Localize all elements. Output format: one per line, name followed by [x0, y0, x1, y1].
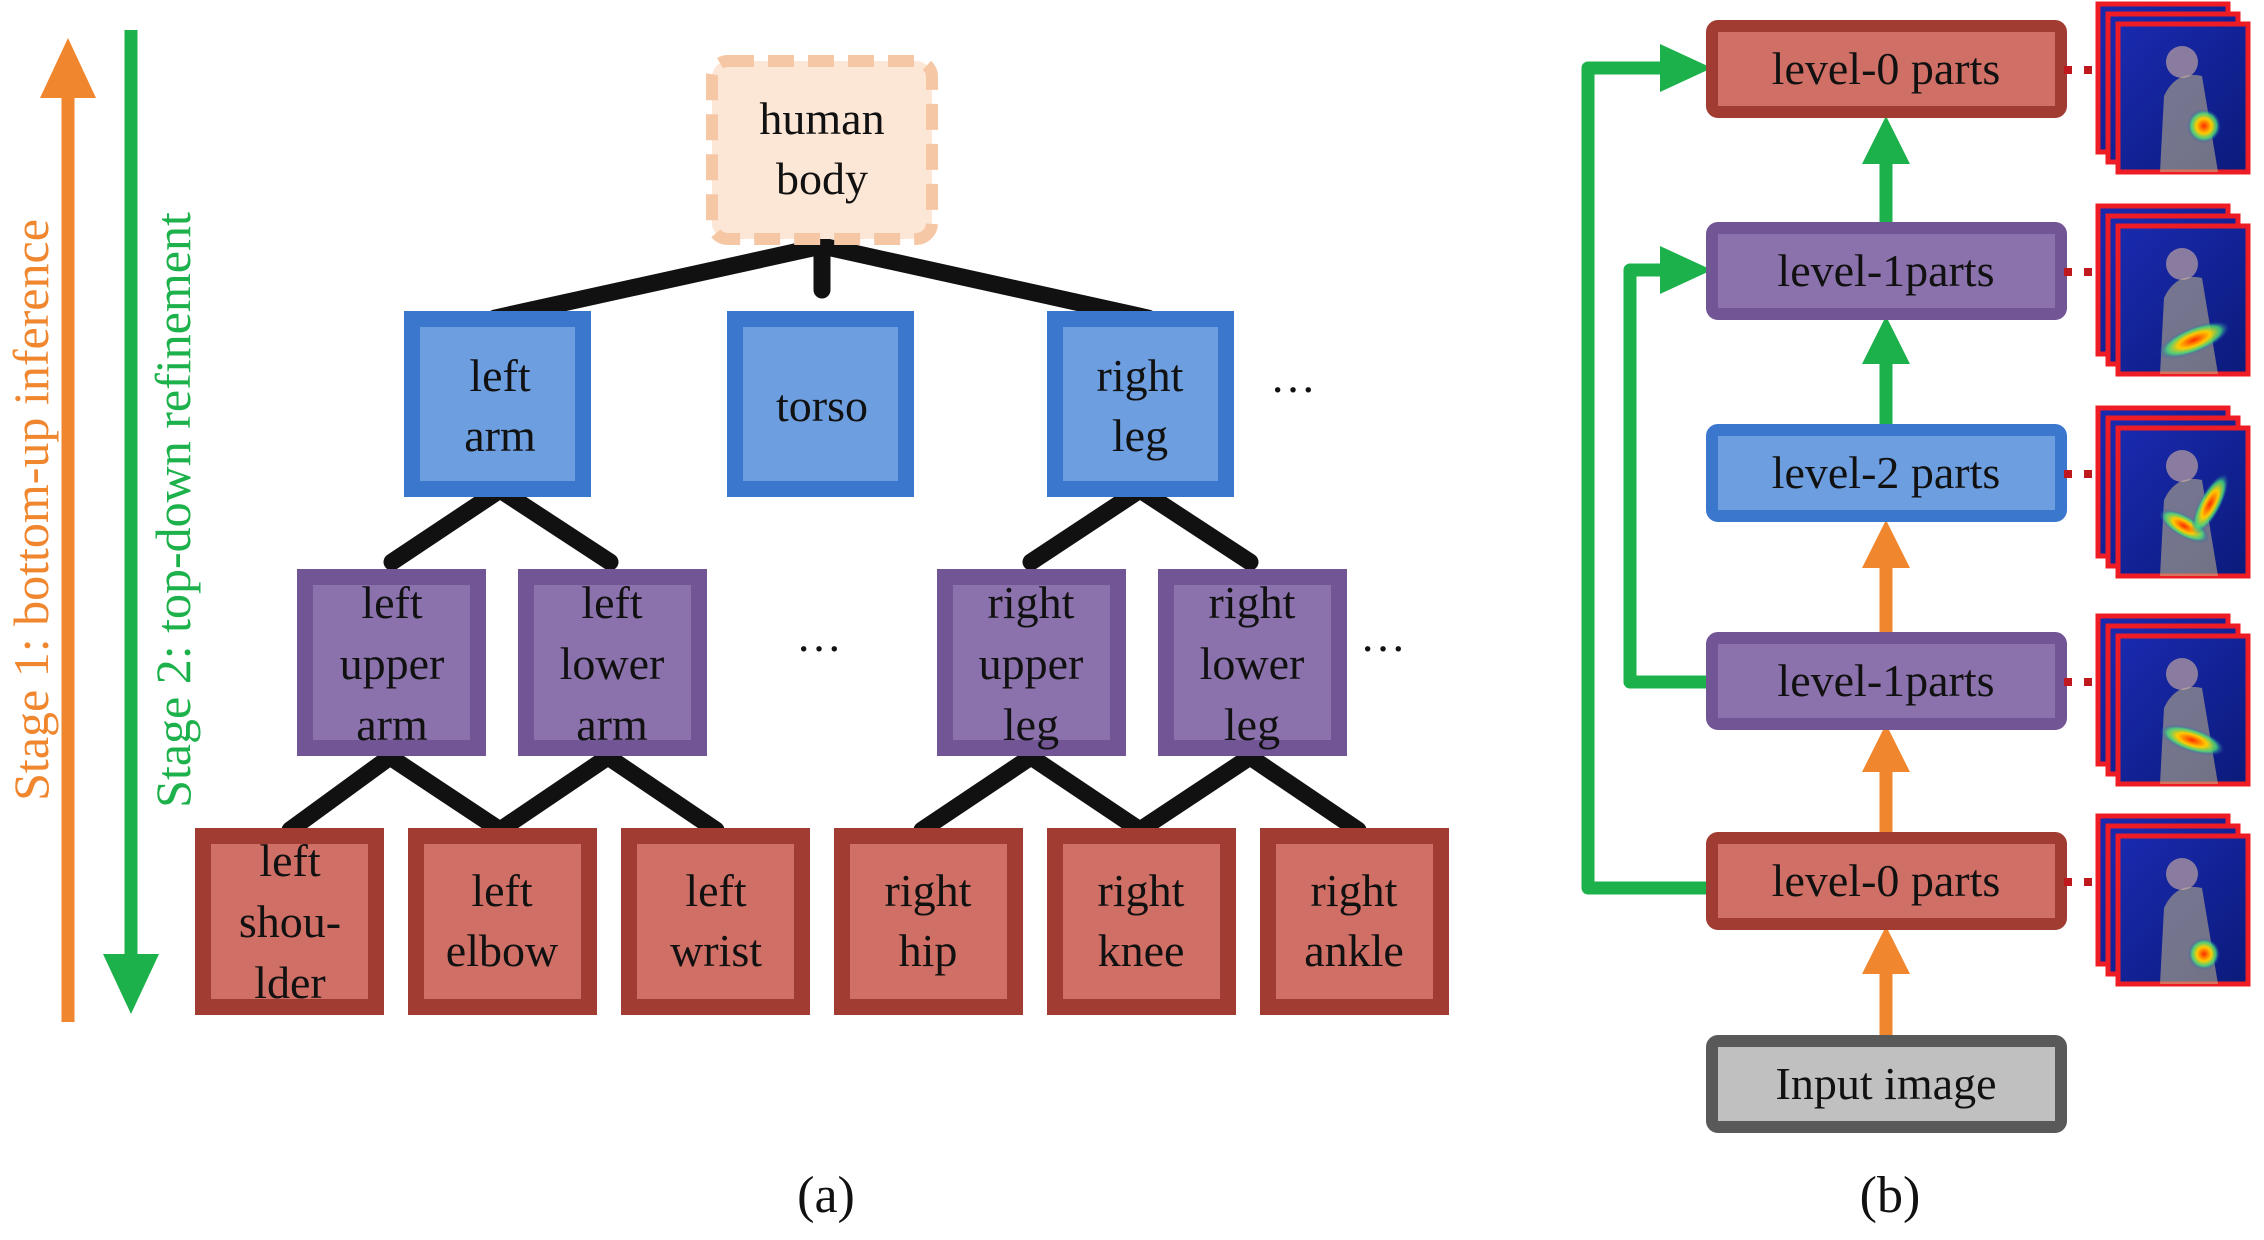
- top-down-arrows: [1862, 116, 1910, 434]
- node-right-leg: right leg: [1047, 311, 1234, 497]
- node-right-lower-leg-line-1: right: [1209, 577, 1296, 628]
- node-right-upper-leg-line-2: upper: [979, 638, 1084, 689]
- node-right-knee-line-2: knee: [1098, 925, 1185, 976]
- node-left-upper-arm-line-1: left: [361, 577, 423, 628]
- node-right-lower-leg-line-2: lower: [1200, 638, 1305, 689]
- stage1-arrow: [40, 38, 96, 1022]
- node-left-lower-arm-line-2: lower: [560, 638, 665, 689]
- node-right-lower-leg-line-3: leg: [1224, 699, 1280, 750]
- stage2-label: Stage 2: top-down refinement: [145, 212, 201, 808]
- node-right-hip: right hip: [834, 828, 1023, 1015]
- node-left-arm: left arm: [404, 311, 591, 497]
- node-left-wrist: left wrist: [621, 828, 810, 1015]
- ellipsis-level1-middle: ···: [796, 623, 842, 674]
- heatmap-connectors: [2064, 66, 2098, 886]
- node-left-lower-arm-line-1: left: [581, 577, 643, 628]
- node-left-elbow-line-1: left: [471, 865, 533, 916]
- box-mid-level2: level-2 parts: [1706, 424, 2067, 522]
- node-left-shoulder: left shou- lder: [195, 828, 384, 1015]
- node-left-lower-arm: left lower arm: [518, 569, 707, 756]
- box-bottom-level0: level-0 parts: [1706, 832, 2067, 930]
- heatmap-stack-2: [2095, 203, 2251, 377]
- node-left-wrist-line-1: left: [685, 865, 747, 916]
- node-torso-line-1: torso: [776, 380, 868, 431]
- node-right-leg-line-1: right: [1097, 350, 1184, 401]
- node-right-lower-leg: right lower leg: [1158, 569, 1347, 756]
- node-right-knee: right knee: [1047, 828, 1236, 1015]
- skip-arrowhead-second: [1660, 246, 1712, 294]
- heatmap-stack-5: [2095, 813, 2251, 987]
- node-left-elbow-line-2: elbow: [446, 925, 559, 976]
- heatmap-stack-1: [2095, 1, 2251, 175]
- node-right-ankle-line-2: ankle: [1304, 925, 1404, 976]
- box-top-level0: level-0 parts: [1706, 20, 2067, 118]
- node-left-arm-line-1: left: [469, 350, 531, 401]
- bottom-up-arrows: [1862, 520, 1910, 1046]
- node-right-upper-leg-line-3: leg: [1003, 699, 1059, 750]
- panel-b: level-0 parts level-1parts level-2 parts…: [1581, 1, 2251, 1224]
- box-top-level0-label: level-0 parts: [1772, 43, 2001, 94]
- node-left-shoulder-line-2: shou-: [239, 896, 341, 947]
- node-right-hip-line-2: hip: [899, 925, 958, 976]
- caption-b: (b): [1860, 1167, 1921, 1224]
- box-bottom-level0-label: level-0 parts: [1772, 855, 2001, 906]
- node-human-body-line-2: body: [776, 153, 868, 204]
- top-down-skip-arrows: [1581, 61, 1714, 895]
- node-left-upper-arm-line-2: upper: [340, 638, 445, 689]
- node-left-shoulder-line-3: lder: [254, 957, 326, 1008]
- stage1-label: Stage 1: bottom-up inference: [3, 219, 59, 801]
- node-human-body: human body: [706, 55, 938, 245]
- node-right-leg-line-2: leg: [1112, 410, 1168, 461]
- stage2-arrow: [103, 30, 159, 1014]
- node-right-hip-line-1: right: [885, 865, 972, 916]
- node-left-arm-line-2: arm: [464, 410, 536, 461]
- box-input-image: Input image: [1706, 1035, 2067, 1133]
- node-left-upper-arm-line-3: arm: [356, 699, 428, 750]
- panel-a: Stage 1: bottom-up inference Stage 2: to…: [3, 30, 1449, 1224]
- node-right-ankle-line-1: right: [1311, 865, 1398, 916]
- node-left-elbow: left elbow: [408, 828, 597, 1015]
- box-bottom-level1-label: level-1parts: [1777, 655, 1994, 706]
- node-right-upper-leg: right upper leg: [937, 569, 1126, 756]
- box-top-level1: level-1parts: [1706, 222, 2067, 320]
- ellipsis-level1-right: ···: [1360, 623, 1406, 674]
- node-right-ankle: right ankle: [1260, 828, 1449, 1015]
- node-right-upper-leg-line-1: right: [988, 577, 1075, 628]
- node-right-knee-line-1: right: [1098, 865, 1185, 916]
- heatmap-stack-3: [2095, 405, 2251, 579]
- ellipsis-level2: ···: [1270, 364, 1316, 415]
- box-mid-level2-label: level-2 parts: [1772, 447, 2001, 498]
- node-left-wrist-line-2: wrist: [670, 925, 762, 976]
- caption-a: (a): [797, 1167, 855, 1224]
- box-top-level1-label: level-1parts: [1777, 245, 1994, 296]
- node-left-upper-arm: left upper arm: [297, 569, 486, 756]
- node-left-shoulder-line-1: left: [259, 835, 321, 886]
- box-bottom-level1: level-1parts: [1706, 632, 2067, 730]
- node-torso: torso: [727, 311, 914, 497]
- node-human-body-line-1: human: [759, 93, 884, 144]
- skip-arrowhead-top: [1660, 44, 1712, 92]
- box-input-image-label: Input image: [1776, 1058, 1997, 1109]
- node-left-lower-arm-line-3: arm: [576, 699, 648, 750]
- heatmap-stack-4: [2095, 613, 2251, 787]
